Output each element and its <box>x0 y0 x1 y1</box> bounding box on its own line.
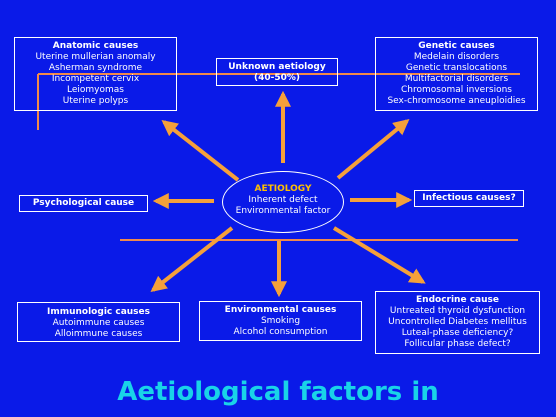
psychological-cause-title: Psychological cause <box>32 198 135 208</box>
psychological-cause-box: Psychological cause <box>19 195 148 212</box>
endocrine-item: Luteal-phase deficiency? <box>401 328 514 338</box>
infectious-causes-title: Infectious causes? <box>422 193 516 203</box>
anatomic-item: Uterine mullerian anomaly <box>35 52 156 62</box>
infectious-causes-box: Infectious causes? <box>414 190 524 207</box>
genetic-item: Multifactorial disorders <box>404 74 509 84</box>
environmental-item: Smoking <box>260 316 301 326</box>
arrow-to-anatomic <box>161 120 240 182</box>
genetic-causes-box: Genetic causes Medelain disorders Geneti… <box>375 37 538 111</box>
environmental-item: Alcohol consumption <box>233 327 328 337</box>
unknown-aetiology-box: Unknown aetiology (40-50%) <box>216 58 338 86</box>
endocrine-item: Untreated thyroid dysfunction <box>389 306 526 316</box>
anatomic-item: Uterine polyps <box>62 96 129 106</box>
unknown-aetiology-percent: (40-50%) <box>253 73 301 83</box>
genetic-item: Genetic translocations <box>405 63 508 73</box>
genetic-item: Sex-chromosome aneuploidies <box>387 96 526 106</box>
immunologic-item: Alloimmune causes <box>54 329 143 339</box>
aetiology-center-oval: AETIOLOGY Inherent defect Environmental … <box>222 171 344 233</box>
aetiology-item: Inherent defect <box>248 195 318 205</box>
immunologic-item: Autoimmune causes <box>52 318 145 328</box>
immunologic-causes-title: Immunologic causes <box>47 307 150 317</box>
arrow-to-immunologic <box>150 226 234 292</box>
endocrine-cause-title: Endocrine cause <box>416 295 499 305</box>
anatomic-item: Incompetent cervix <box>51 74 140 84</box>
endocrine-item: Follicular phase defect? <box>404 339 511 349</box>
aetiology-item: Environmental factor <box>235 206 331 216</box>
genetic-causes-title: Genetic causes <box>418 41 495 51</box>
aetiology-title: AETIOLOGY <box>254 184 312 194</box>
immunologic-causes-box: Immunologic causes Autoimmune causes All… <box>17 302 180 342</box>
genetic-item: Chromosomal inversions <box>401 85 512 95</box>
environmental-causes-title: Environmental causes <box>224 305 337 315</box>
anatomic-causes-title: Anatomic causes <box>52 41 139 51</box>
genetic-item: Medelain disorders <box>413 52 500 62</box>
anatomic-causes-box: Anatomic causes Uterine mullerian anomal… <box>14 37 177 111</box>
endocrine-cause-box: Endocrine cause Untreated thyroid dysfun… <box>375 291 540 354</box>
unknown-aetiology-label: Unknown aetiology <box>228 62 326 72</box>
endocrine-item: Uncontrolled Diabetes mellitus <box>388 317 527 327</box>
anatomic-item: Leiomyomas <box>67 85 124 95</box>
environmental-causes-box: Environmental causes Smoking Alcohol con… <box>199 301 362 341</box>
arrow-to-genetic <box>336 118 410 180</box>
anatomic-item: Asherman syndrome <box>48 63 143 73</box>
arrow-to-endocrine <box>332 226 426 284</box>
slide-title: Aetiological factors in <box>117 377 439 407</box>
